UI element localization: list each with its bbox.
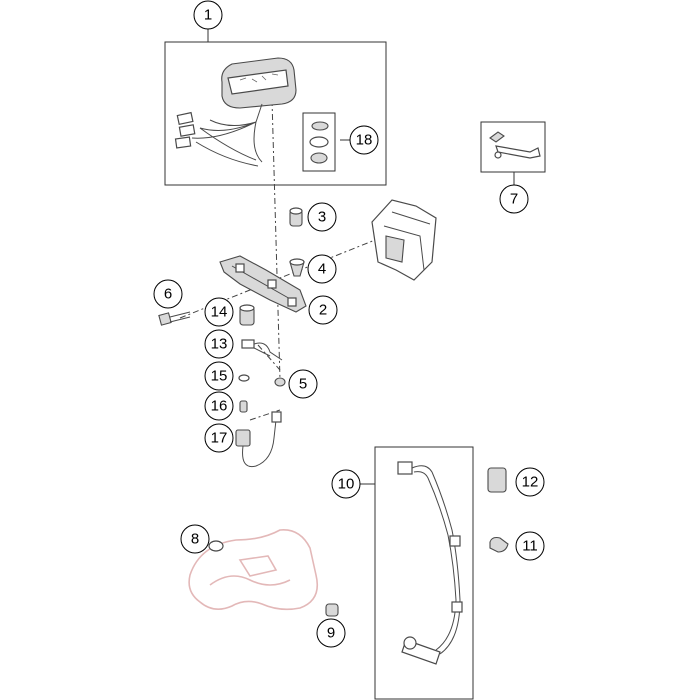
callout-7: 7: [499, 184, 529, 214]
callout-2: 2: [308, 295, 338, 325]
cable-clamp-part: [489, 536, 509, 553]
leader-lines: [207, 29, 515, 485]
callout-5: 5: [288, 369, 318, 399]
mounting-bracket-part: [219, 255, 307, 313]
bolt-part: [158, 311, 191, 326]
callout-label-13: 13: [211, 336, 228, 353]
callout-8: 8: [180, 524, 210, 554]
callout-label-11: 11: [522, 538, 538, 555]
callout-label-10: 10: [338, 476, 355, 493]
callout-17: 17: [204, 423, 234, 453]
callout-label-14: 14: [211, 304, 228, 321]
callout-label-15: 15: [211, 368, 228, 385]
callout-9: 9: [316, 618, 346, 648]
speed-sensor-part: [397, 461, 463, 665]
callout-label-18: 18: [356, 132, 373, 149]
cable-connector-part: [241, 339, 283, 361]
callout-label-7: 7: [510, 191, 518, 208]
clip-part: [208, 540, 224, 552]
callout-label-5: 5: [299, 376, 307, 393]
frame-outline-ghost: [188, 529, 319, 611]
callout-12: 12: [515, 467, 545, 497]
key-group-frame: [480, 121, 546, 173]
callout-13: 13: [204, 329, 234, 359]
callout-label-16: 16: [211, 398, 228, 415]
callout-label-2: 2: [319, 302, 327, 319]
callout-4: 4: [307, 254, 337, 284]
callout-label-6: 6: [164, 286, 172, 303]
washer-part: [238, 374, 250, 382]
spacer-part: [325, 603, 339, 617]
callout-1: 1: [193, 0, 223, 30]
rubber-bushing-part: [289, 258, 305, 277]
callout-10: 10: [331, 469, 361, 499]
callout-label-1: 1: [204, 7, 212, 24]
callout-6: 6: [153, 279, 183, 309]
callout-16: 16: [204, 391, 234, 421]
steering-head-bracket: [371, 199, 437, 281]
cover-part: [487, 467, 507, 493]
pin-part: [239, 400, 248, 413]
callout-label-8: 8: [191, 531, 199, 548]
ignition-key-part: [489, 131, 541, 159]
grommet-part: [289, 207, 303, 227]
callout-15: 15: [204, 361, 234, 391]
callout-label-4: 4: [318, 261, 326, 278]
callout-label-3: 3: [318, 209, 326, 226]
speedometer-part: [174, 57, 297, 167]
callout-label-17: 17: [211, 430, 228, 447]
seal-kit-inset: [302, 112, 336, 172]
sensor-cable-part: [235, 411, 282, 468]
callout-18: 18: [349, 125, 379, 155]
speed-sensor-group-frame: [374, 446, 474, 700]
speedometer-group-frame: [164, 41, 387, 186]
callout-14: 14: [204, 297, 234, 327]
callout-label-9: 9: [327, 625, 335, 642]
nut-part: [274, 377, 286, 387]
callout-11: 11: [515, 531, 545, 561]
callout-3: 3: [307, 202, 337, 232]
sensor-housing-part: [239, 304, 255, 326]
callout-label-12: 12: [522, 474, 539, 491]
